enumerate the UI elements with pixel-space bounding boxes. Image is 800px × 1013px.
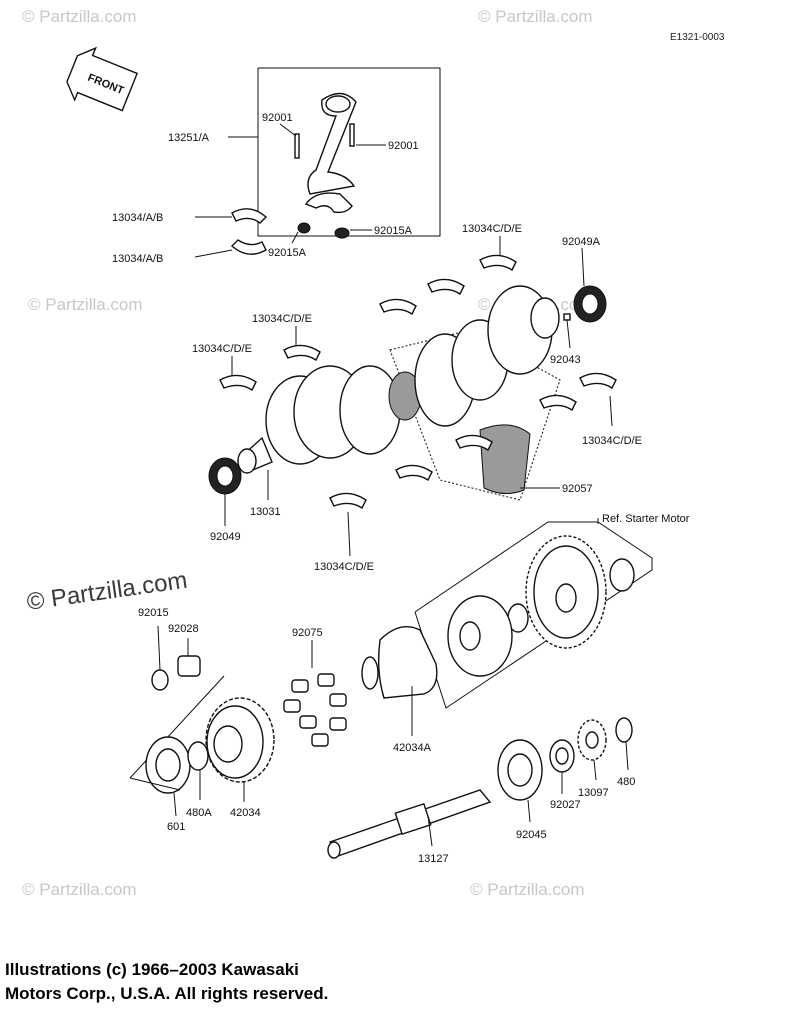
- watermark: © Partzilla.com: [22, 7, 137, 26]
- copyright-line-1: Illustrations (c) 1966–2003 Kawasaki: [5, 960, 299, 979]
- part-label: 13127: [418, 853, 449, 865]
- part-label: 13031: [250, 506, 281, 518]
- part-label: 13097: [578, 787, 609, 799]
- part-label: 13251/A: [168, 132, 210, 144]
- part-label: 42034: [230, 807, 261, 819]
- part-label: 13034/A/B: [112, 212, 163, 224]
- part-label: 480A: [186, 807, 212, 819]
- part-label: 13034C/D/E: [192, 343, 252, 355]
- figure-code: E1321-0003: [670, 32, 725, 43]
- part-label: 92001: [262, 112, 293, 124]
- part-label: 13034C/D/E: [314, 561, 374, 573]
- part-label: 92015A: [268, 247, 307, 259]
- part-label: 13034C/D/E: [462, 223, 522, 235]
- part-label: 13034/A/B: [112, 253, 163, 265]
- roller-set: [283, 673, 347, 747]
- part-label: 480: [617, 776, 635, 788]
- watermark: © Partzilla.com: [478, 7, 593, 26]
- part-label: 13034C/D/E: [252, 313, 312, 325]
- part-label: 42034A: [393, 742, 432, 754]
- part-label: 92043: [550, 354, 581, 366]
- watermark: © Partzilla.com: [28, 295, 143, 314]
- part-label: 92015A: [374, 225, 413, 237]
- part-label: 92049: [210, 531, 241, 543]
- shaft: [327, 789, 492, 859]
- part-label: 92075: [292, 627, 323, 639]
- part-label: 13034C/D/E: [582, 435, 642, 447]
- part-label: 92001: [388, 140, 419, 152]
- watermark: © Partzilla.com: [470, 880, 585, 899]
- connecting-rod-group: [257, 67, 441, 239]
- part-label: 92028: [168, 623, 199, 635]
- part-label: 92049A: [562, 236, 601, 248]
- watermark: © Partzilla.com: [22, 880, 137, 899]
- part-label: 92015: [138, 607, 169, 619]
- part-label: 92045: [516, 829, 547, 841]
- part-label: 92057: [562, 483, 593, 495]
- part-label: 92027: [550, 799, 581, 811]
- copyright-notice: Illustrations (c) 1966–2003 Kawasaki Mot…: [5, 958, 328, 1006]
- part-label: Ref. Starter Motor: [602, 513, 690, 525]
- bearing-shell: [219, 254, 617, 510]
- copyright-line-2: Motors Corp., U.S.A. All rights reserved…: [5, 984, 329, 1003]
- front-arrow-icon: FRONT: [66, 46, 139, 112]
- part-label: 601: [167, 821, 185, 833]
- gear: [205, 697, 275, 783]
